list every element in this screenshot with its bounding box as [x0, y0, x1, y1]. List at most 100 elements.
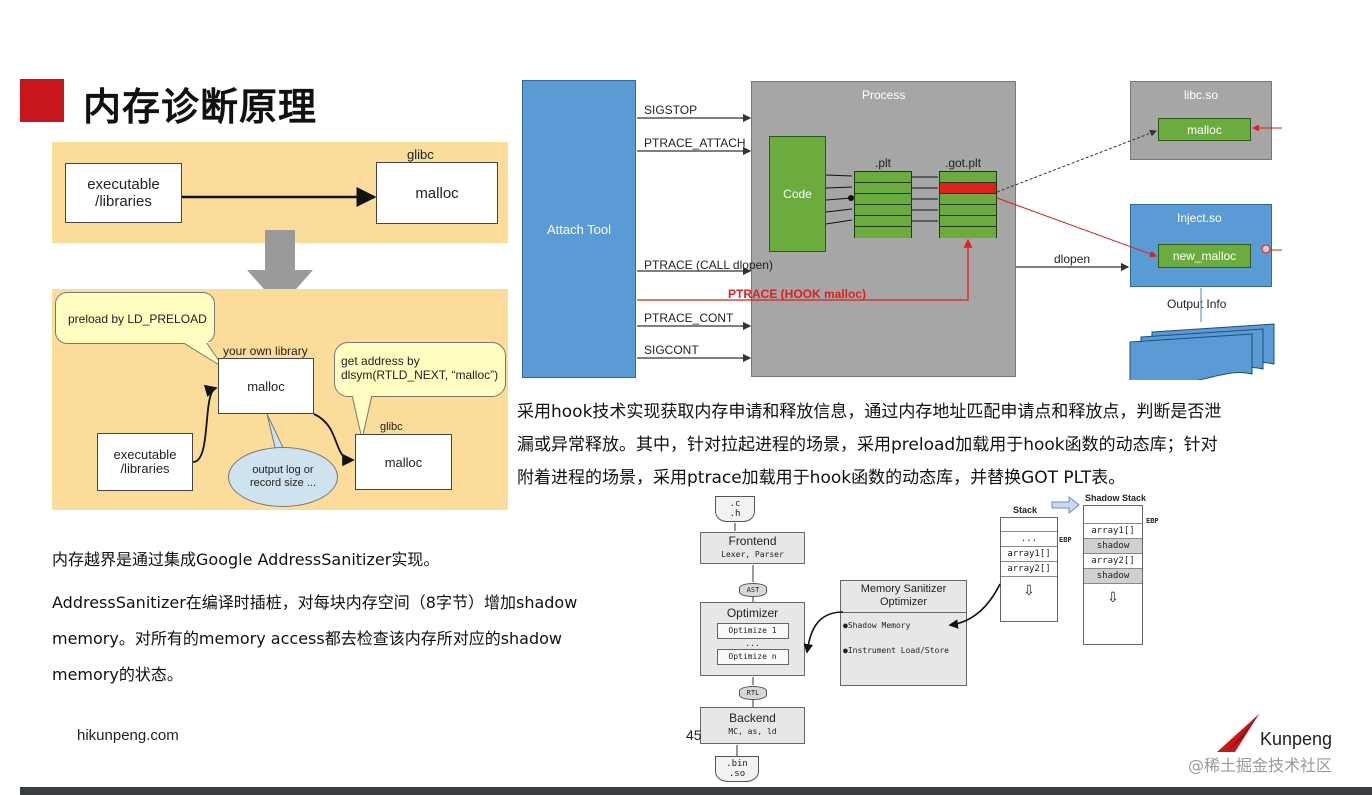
output-info-label: Output Info	[1167, 297, 1227, 311]
signal-ptrace-attach: PTRACE_ATTACH	[644, 136, 746, 150]
msan-item-instrument: ●Instrument Load/Store	[843, 646, 949, 655]
plt-row	[855, 183, 911, 194]
signal-ptrace-hook-malloc: PTRACE (HOOK malloc)	[728, 287, 867, 301]
shadow-top	[1084, 506, 1142, 524]
attach-tool-box: Attach Tool	[522, 80, 636, 378]
gotplt-label: .got.plt	[945, 156, 982, 170]
top-malloc-label: malloc	[415, 184, 459, 202]
bottom-glibc-label: glibc	[380, 421, 403, 433]
optimize-n-box: Optimize n	[716, 649, 789, 665]
optimize-1-box: Optimize 1	[716, 623, 789, 639]
libc-malloc-box: malloc	[1158, 118, 1251, 141]
source-h: .h	[729, 509, 741, 519]
bubble-preload-tail	[180, 342, 225, 369]
logo-text: Kunpeng	[1260, 729, 1333, 749]
frontend-sub: Lexer, Parser	[721, 550, 784, 559]
backend-sub: MC, as, ld	[728, 727, 777, 736]
page-title: 内存诊断原理	[83, 85, 318, 129]
gotplt-table	[939, 171, 997, 238]
paragraph-hook: 采用hook技术实现获取内存申请和释放信息，通过内存地址匹配申请点和释放点，判断…	[517, 396, 1337, 495]
shadow-stack-box: array1[] shadow array2[] shadow ⇩	[1083, 505, 1143, 645]
gotplt-row-hooked	[940, 183, 996, 194]
msan-title-1: Memory Sanitizer	[860, 583, 947, 595]
signal-ptrace-cont: PTRACE_CONT	[644, 311, 734, 325]
plt-table	[854, 171, 912, 238]
frontend-label: Frontend	[728, 534, 777, 548]
plt-row	[855, 227, 911, 238]
top-glibc-label: glibc	[407, 147, 434, 162]
top-arrow	[182, 187, 377, 207]
shadow-ebp-label: EBP	[1146, 517, 1159, 525]
source-doc: .c .h	[715, 496, 755, 522]
output-bin: .bin	[726, 759, 748, 769]
bubble-dlsym-tail	[350, 395, 374, 440]
new-malloc-box: new_malloc	[1158, 244, 1251, 268]
kunpeng-logo-icon	[1217, 714, 1259, 752]
inject-label: Inject.so	[1177, 211, 1222, 225]
own-malloc-label: malloc	[247, 378, 285, 394]
gotplt-row	[940, 172, 996, 183]
bottom-bar	[20, 787, 1372, 795]
output-so: .so	[728, 769, 746, 779]
plt-row	[855, 172, 911, 183]
rtl-cylinder: RTL	[739, 686, 767, 700]
down-arrow-icon	[247, 230, 313, 307]
top-caller-line1: executable	[87, 176, 160, 193]
plt-row	[855, 194, 911, 205]
process-label: Process	[862, 88, 906, 102]
paragraph-asan-line: memory。对所有的memory access都去检查该内存所对应的shado…	[52, 629, 563, 648]
paragraph-hook-line: 漏或异常释放。其中，针对拉起进程的场景，采用preload加载用于hook函数的…	[517, 435, 1218, 455]
new-malloc-label: new_malloc	[1172, 249, 1237, 263]
bubble-preload-text: preload by LD_PRELOAD	[68, 312, 207, 326]
paragraph-hook-line: 附着进程的场景，采用ptrace加载用于hook函数的动态库，并替换GOT PL…	[517, 468, 1126, 488]
preload-flow-arrows	[192, 384, 355, 467]
source-c: .c	[729, 499, 741, 509]
watermark: @稀土掘金技术社区	[1188, 756, 1333, 775]
shadow-cell: shadow	[1084, 569, 1142, 584]
signal-ptrace-call-dlopen: PTRACE (CALL dlopen)	[644, 258, 773, 272]
gotplt-row	[940, 227, 996, 238]
signal-sigcont: SIGCONT	[644, 343, 699, 357]
glibc-malloc-label: malloc	[384, 454, 423, 470]
preload-diagram: executable /libraries glibc malloc prelo…	[52, 142, 508, 510]
paragraph-asan-line: AddressSanitizer在编译时插桩，对每块内存空间（8字节）增加sha…	[52, 593, 578, 612]
optimize-n-label: Optimize n	[728, 652, 777, 661]
optimizer-box: Optimizer Optimize 1 ... Optimize n	[700, 602, 805, 676]
attach-tool-label: Attach Tool	[546, 221, 612, 237]
paragraph-asan: AddressSanitizer在编译时插桩，对每块内存空间（8字节）增加sha…	[52, 585, 692, 693]
optimize-1-label: Optimize 1	[728, 626, 777, 635]
compiler-diagram: .c .h Frontend Lexer, Parser AST Optimiz…	[695, 493, 1170, 784]
libc-label: libc.so	[1184, 88, 1219, 102]
ast-label: AST	[746, 586, 760, 594]
shadow-cell: shadow	[1084, 539, 1142, 554]
msan-box: Memory Sanitizer Optimizer ●Shadow Memor…	[840, 580, 967, 686]
stack-cell: array1[]	[1001, 547, 1057, 562]
backend-box: Backend MC, as, ld	[700, 707, 805, 744]
title-accent-bar	[20, 79, 64, 122]
ptrace-diagram: Attach Tool Process Code .plt .got.plt l…	[522, 80, 1282, 380]
plt-label: .plt	[875, 156, 892, 170]
bubble-output-line1: output log or	[252, 464, 314, 476]
stack-box: ... array1[] array2[] ⇩	[1000, 517, 1058, 622]
ptrace-arrows	[637, 113, 1282, 380]
stack-cell: array2[]	[1001, 562, 1057, 577]
gotplt-row	[940, 194, 996, 205]
bubble-output: output log or record size ...	[228, 447, 338, 507]
bottom-caller-line2: /libraries	[120, 461, 170, 476]
stack-cell: ...	[1001, 532, 1057, 547]
shadow-cell: array1[]	[1084, 524, 1142, 539]
paragraph-asan-line: memory的状态。	[52, 665, 183, 684]
page-number: 45	[686, 727, 702, 743]
dlopen-label: dlopen	[1054, 252, 1091, 266]
optimize-ellipsis: ...	[745, 639, 760, 648]
own-malloc-box: malloc	[218, 358, 314, 414]
bubble-dlsym: get address by dlsym(RTLD_NEXT, “malloc”…	[334, 342, 506, 397]
frontend-box: Frontend Lexer, Parser	[700, 532, 805, 564]
code-box: Code	[769, 136, 826, 252]
paragraph-hook-line: 采用hook技术实现获取内存申请和释放信息，通过内存地址匹配申请点和释放点，判断…	[517, 402, 1222, 422]
gotplt-row	[940, 205, 996, 216]
msan-title-divider	[841, 612, 966, 613]
bubble-preload: preload by LD_PRELOAD	[55, 292, 215, 344]
footer-site[interactable]: hikunpeng.com	[77, 727, 179, 744]
shadow-stack-label: Shadow Stack	[1085, 493, 1147, 503]
